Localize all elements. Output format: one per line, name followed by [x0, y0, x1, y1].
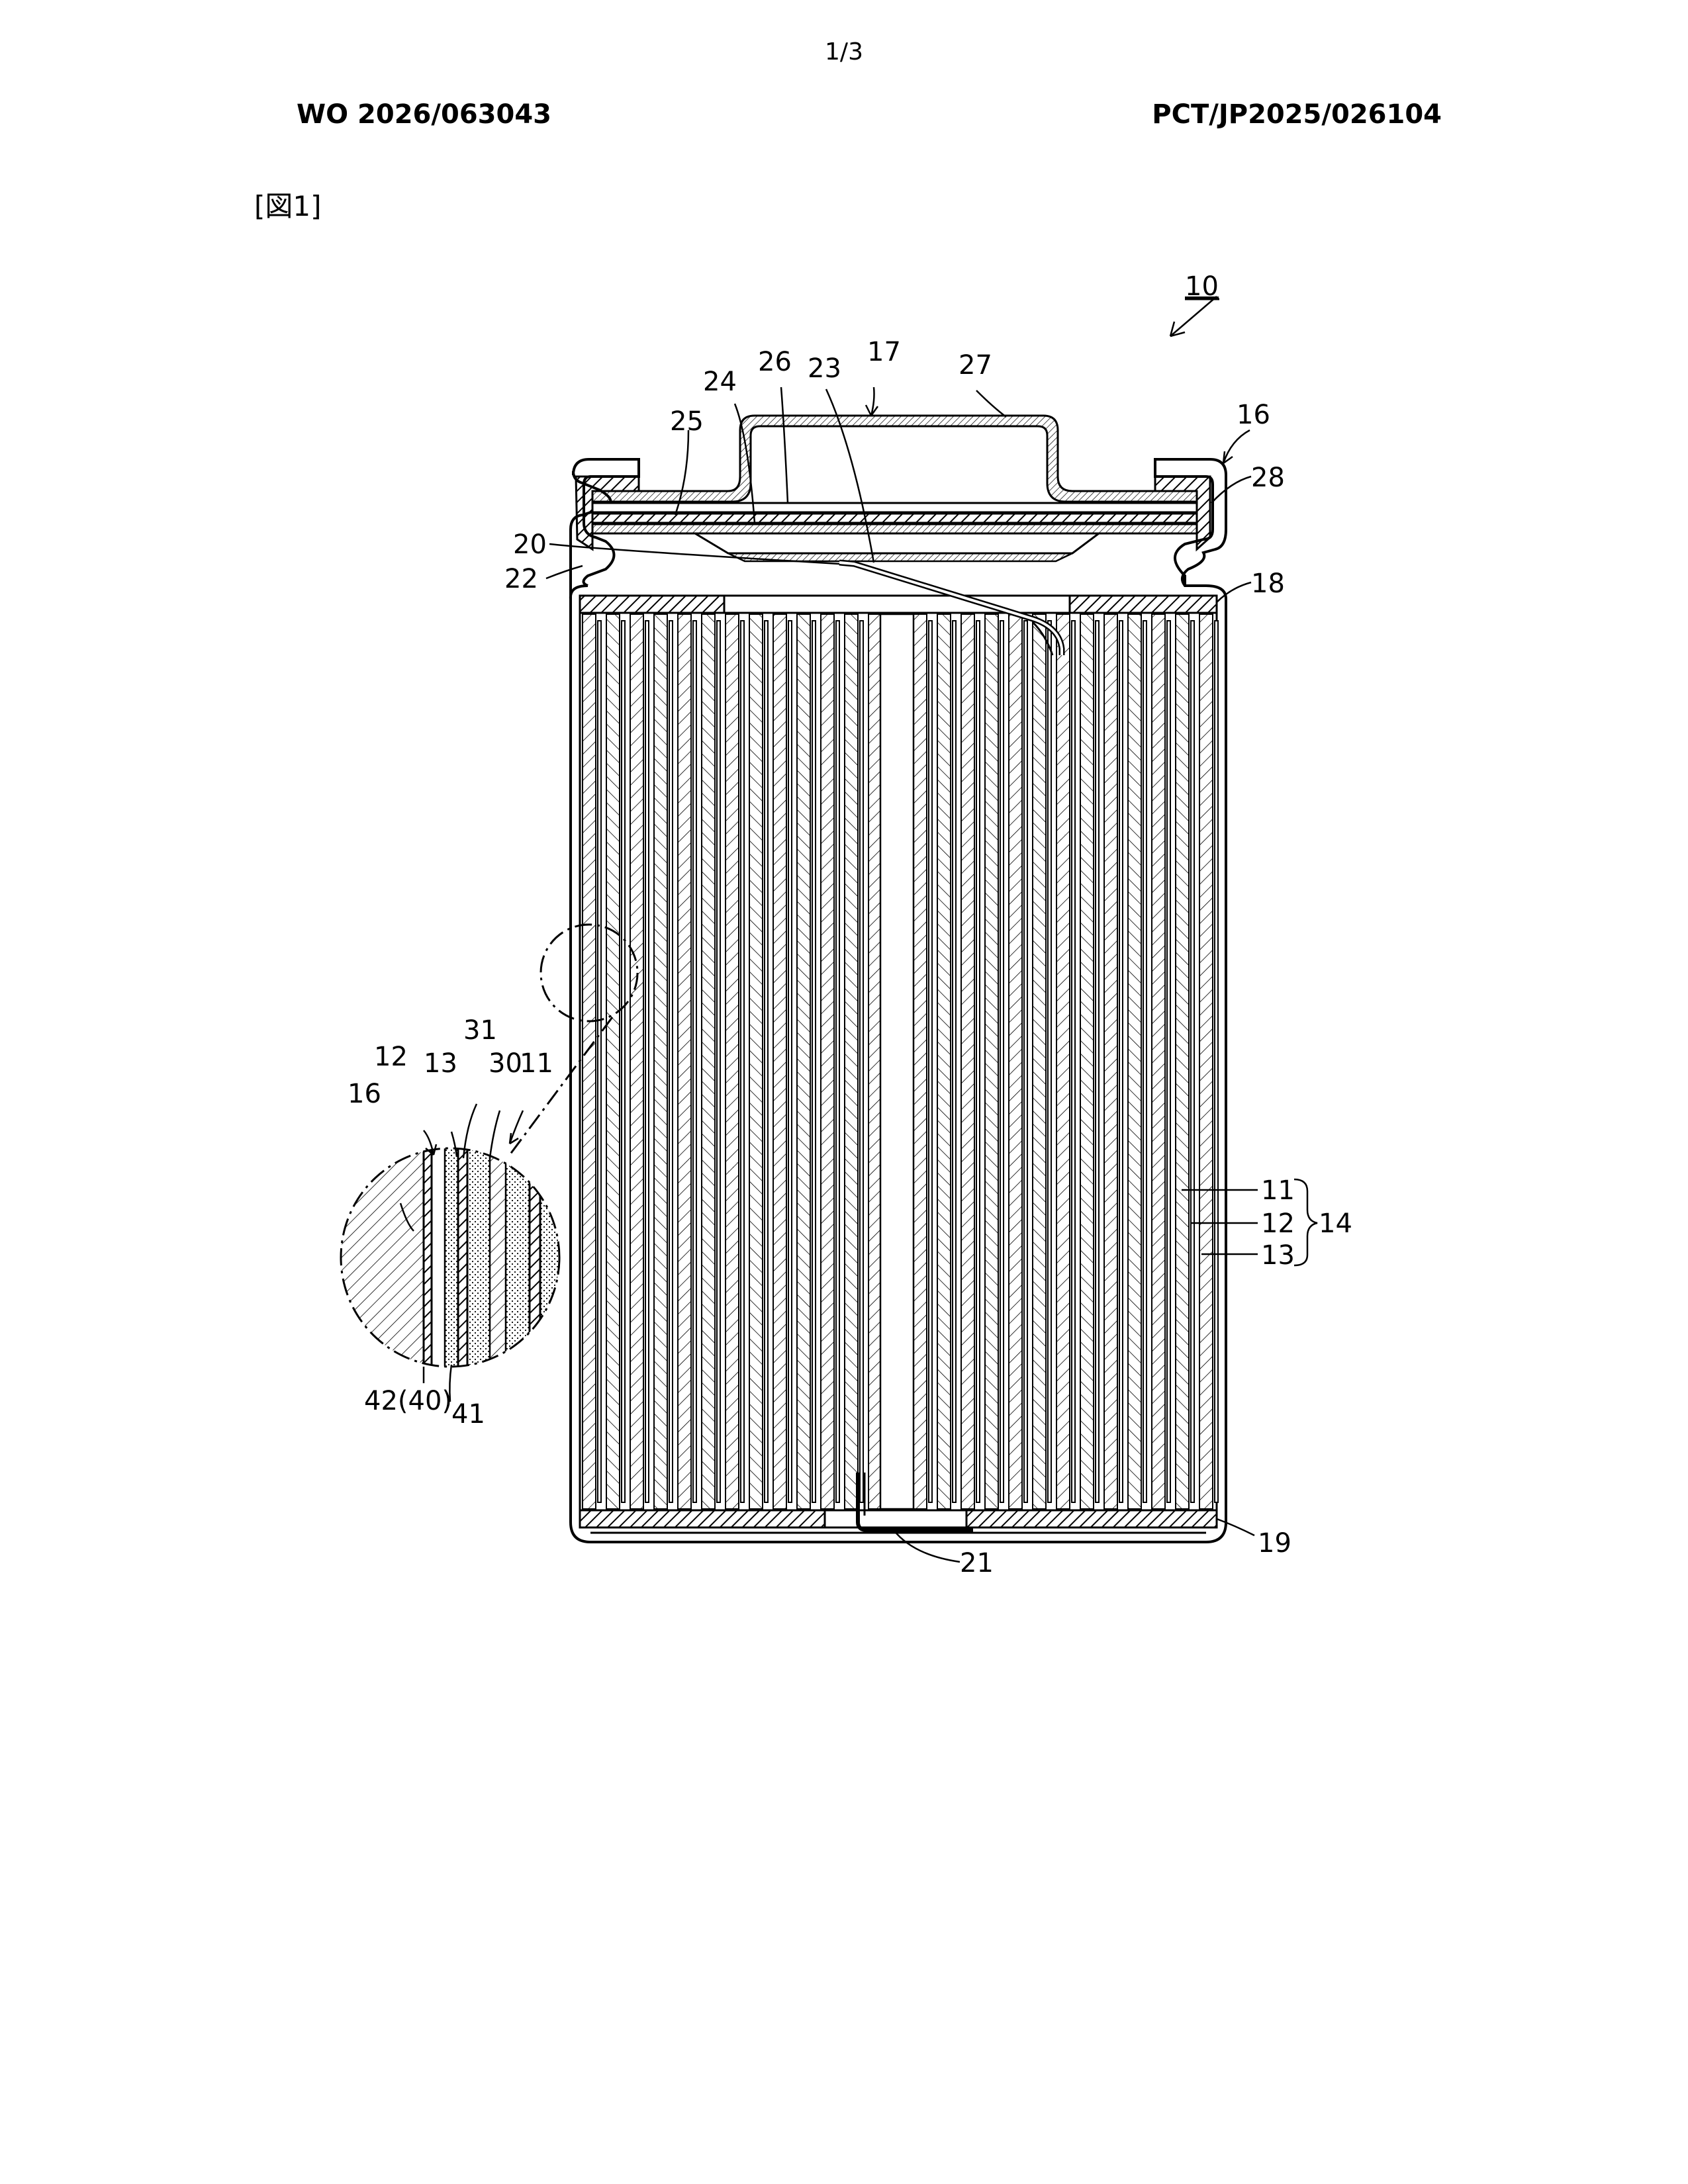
- ref-27: 27: [959, 350, 992, 381]
- ref-16: 16: [1237, 400, 1270, 430]
- electrode-body: [583, 614, 1218, 1509]
- ref-25: 25: [670, 406, 704, 437]
- separator-layer: [1048, 621, 1051, 1502]
- electrode-layer: [914, 614, 927, 1509]
- separator-layer: [741, 621, 744, 1502]
- ref-11: 11: [1261, 1175, 1295, 1206]
- ref-24: 24: [703, 367, 737, 397]
- electrode-layer: [606, 614, 620, 1509]
- electrode-layer: [1176, 614, 1189, 1509]
- electrode-layer: [1199, 614, 1213, 1509]
- electrode-layer: [1104, 614, 1117, 1509]
- electrode-layer: [845, 614, 858, 1509]
- separator-layer: [953, 621, 956, 1502]
- separator-layer: [1215, 621, 1218, 1502]
- separator-layer: [1096, 621, 1099, 1502]
- ref-19: 19: [1258, 1528, 1291, 1559]
- detail-ref-11: 11: [520, 1048, 553, 1079]
- detail-callout-line: [510, 1017, 612, 1155]
- electrode-layer: [821, 614, 834, 1509]
- electrode-layer: [985, 614, 998, 1509]
- ref-20: 20: [513, 529, 547, 560]
- separator-layer: [645, 621, 649, 1502]
- detail-ref-30: 30: [489, 1048, 522, 1079]
- separator-layer: [1000, 621, 1004, 1502]
- electrode-layer: [749, 614, 763, 1509]
- electrode-layer: [1128, 614, 1141, 1509]
- ref-17: 17: [867, 337, 901, 367]
- electrode-layer: [678, 614, 691, 1509]
- ref-18: 18: [1251, 569, 1285, 599]
- detail-ref-12: 12: [374, 1042, 408, 1072]
- electrode-layer: [1009, 614, 1022, 1509]
- ref-12: 12: [1261, 1208, 1295, 1239]
- separator-layer: [1143, 621, 1147, 1502]
- electrode-layer: [773, 614, 786, 1509]
- detail-ref-13: 13: [424, 1048, 457, 1079]
- ref-26: 26: [758, 347, 792, 377]
- electrode-layer: [1152, 614, 1165, 1509]
- electrode-layer: [937, 614, 951, 1509]
- separator-layer: [836, 621, 839, 1502]
- electrode-layer: [726, 614, 739, 1509]
- enlarged-detail: [331, 1138, 569, 1377]
- separator-layer: [765, 621, 768, 1502]
- electrode-layer: [630, 614, 643, 1509]
- electrode-layer: [654, 614, 667, 1509]
- separator-layer: [598, 621, 601, 1502]
- separator-layer: [1167, 621, 1170, 1502]
- ref-21: 21: [960, 1548, 994, 1578]
- separator-layer: [860, 621, 863, 1502]
- ref-23: 23: [808, 353, 841, 384]
- separator-layer: [788, 621, 792, 1502]
- separator-layer: [929, 621, 932, 1502]
- electrode-layer: [1080, 614, 1094, 1509]
- top-insulating-plate: [580, 596, 1217, 613]
- separator-layer: [976, 621, 980, 1502]
- separator-layer: [812, 621, 816, 1502]
- separator-layer: [1072, 621, 1075, 1502]
- separator-layer: [622, 621, 625, 1502]
- separator-layer: [1119, 621, 1123, 1502]
- bottom-insulating-plate: [580, 1510, 1217, 1527]
- ref-14: 14: [1319, 1208, 1352, 1239]
- winding-core: [880, 614, 914, 1509]
- separator-layer: [669, 621, 673, 1502]
- detail-ref-16: 16: [348, 1079, 381, 1109]
- electrode-layer: [797, 614, 810, 1509]
- ref-10: 10: [1185, 271, 1219, 302]
- separator-layer: [1191, 621, 1194, 1502]
- separator-layer: [717, 621, 720, 1502]
- electrode-layer: [583, 614, 596, 1509]
- electrode-layer: [961, 614, 974, 1509]
- ref-28: 28: [1251, 463, 1285, 493]
- detail-ref-42-40: 42(40): [364, 1386, 452, 1416]
- electrode-layer: [1033, 614, 1046, 1509]
- separator-layer: [1024, 621, 1027, 1502]
- ref-22: 22: [504, 564, 538, 594]
- detail-ref-41: 41: [451, 1399, 485, 1430]
- ref-13: 13: [1261, 1240, 1295, 1271]
- electrode-layer: [702, 614, 715, 1509]
- separator-layer: [693, 621, 696, 1502]
- electrode-layer: [1056, 614, 1070, 1509]
- detail-ref-31: 31: [463, 1015, 497, 1046]
